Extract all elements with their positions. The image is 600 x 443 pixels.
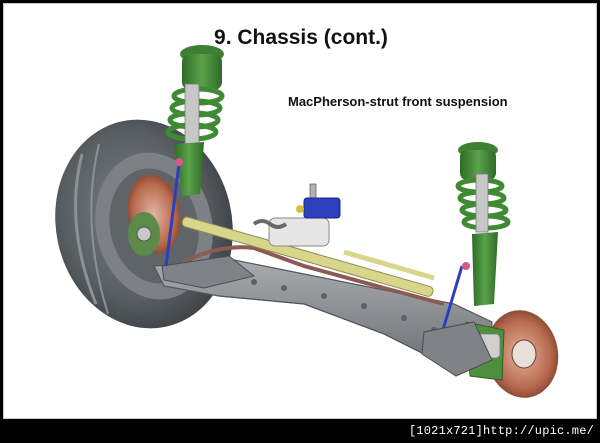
steering-rack	[181, 216, 434, 297]
page-title: 9. Chassis (cont.)	[214, 26, 388, 49]
slide: 9. Chassis (cont.) MacPherson-strut fron…	[3, 3, 597, 419]
steering-actuator	[296, 183, 341, 219]
watermark-text: [1021x721]http://upic.me/	[408, 424, 594, 438]
page-subtitle: MacPherson-strut front suspension	[288, 94, 508, 109]
right-tie-rod	[343, 249, 435, 281]
left-brake-disc	[127, 174, 181, 256]
anti-roll-bar	[183, 245, 445, 306]
left-lower-control-arm	[161, 255, 256, 289]
suspension-illustration	[55, 45, 559, 398]
right-strut	[432, 142, 511, 361]
right-lower-control-arm	[421, 321, 493, 377]
left-strut	[164, 45, 225, 267]
footer-bar	[0, 419, 600, 443]
